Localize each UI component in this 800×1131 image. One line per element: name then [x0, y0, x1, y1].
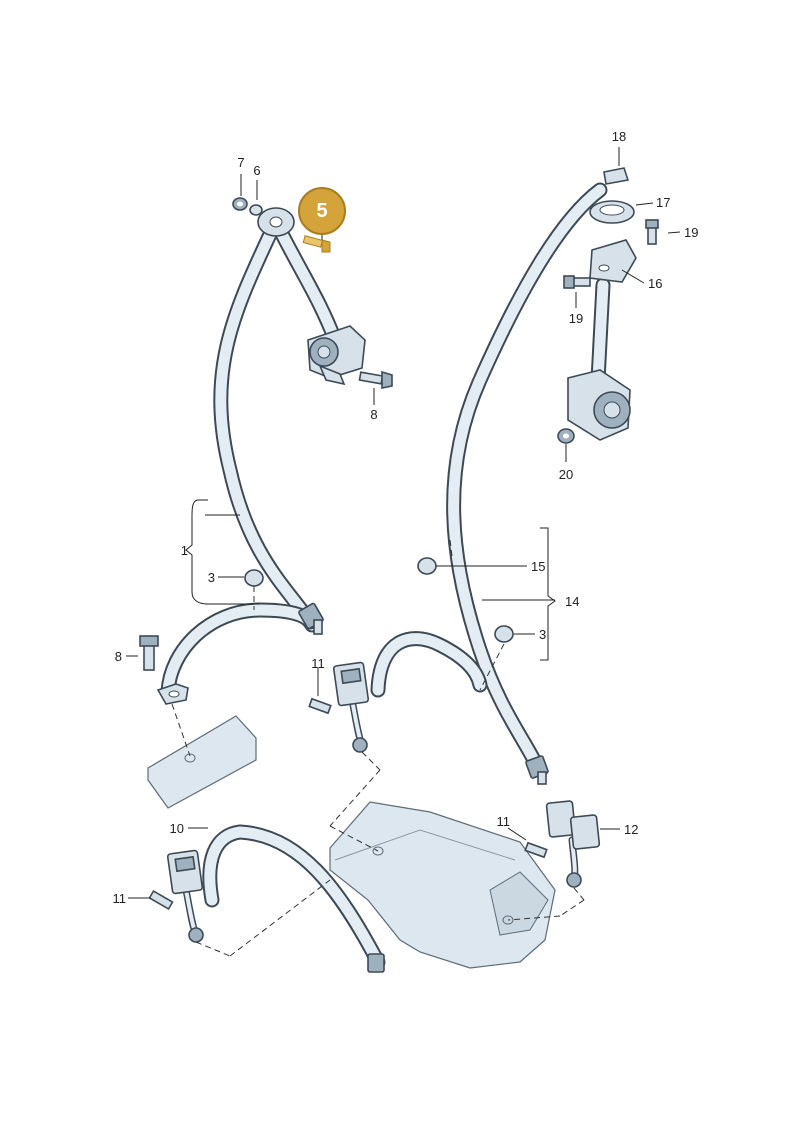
label-part-7[interactable]: 7 [237, 155, 245, 170]
buckle-12 [524, 800, 601, 888]
floor-panel-center [329, 801, 556, 969]
upper-anchor-left [257, 207, 295, 237]
label-part-18[interactable]: 18 [611, 129, 627, 144]
bolt-5-highlight [302, 235, 331, 253]
buckle-11-upper [308, 661, 370, 753]
seat-belt-right [370, 182, 611, 785]
label-part-11-lower[interactable]: 11 [112, 891, 127, 906]
retractor-left [307, 325, 366, 386]
label-part-3-left[interactable]: 3 [207, 570, 215, 585]
dashed-connectors [171, 539, 585, 957]
bolt-8-upper [358, 370, 393, 389]
label-part-6[interactable]: 6 [253, 163, 261, 178]
label-part-15[interactable]: 15 [531, 559, 546, 574]
label-part-10[interactable]: 10 [169, 821, 184, 836]
bolts-19 [563, 219, 659, 289]
label-part-12[interactable]: 12 [624, 822, 639, 837]
label-part-1[interactable]: 1 [180, 543, 188, 558]
label-part-8-lower[interactable]: 8 [114, 649, 122, 664]
label-part-11-upper[interactable]: 11 [311, 656, 325, 671]
bolt-8-lower [139, 635, 159, 671]
label-part-17[interactable]: 17 [656, 195, 671, 210]
label-part-19-right[interactable]: 19 [684, 225, 699, 240]
belt-10-lower [148, 824, 386, 973]
label-part-8-upper[interactable]: 8 [370, 407, 378, 422]
small-parts-6-7 [232, 197, 263, 216]
label-part-19-left[interactable]: 19 [568, 311, 584, 326]
label-part-14[interactable]: 14 [565, 594, 580, 609]
retractor-right [567, 369, 631, 441]
label-part-16[interactable]: 16 [648, 276, 663, 291]
bracket-16 [589, 239, 637, 283]
guide-loop-17 [589, 200, 635, 224]
label-part-3-right[interactable]: 3 [539, 627, 547, 642]
cover-18 [603, 167, 630, 185]
highlight-callout-5[interactable]: 5 [298, 187, 346, 235]
label-part-20[interactable]: 20 [558, 467, 574, 482]
clips-3-15 [244, 557, 514, 643]
floor-panel-left [147, 715, 257, 809]
label-part-11-right[interactable]: 11 [496, 814, 511, 829]
nut-20 [557, 428, 575, 444]
leader-lines [126, 147, 681, 899]
seat-belt-left [156, 222, 343, 705]
